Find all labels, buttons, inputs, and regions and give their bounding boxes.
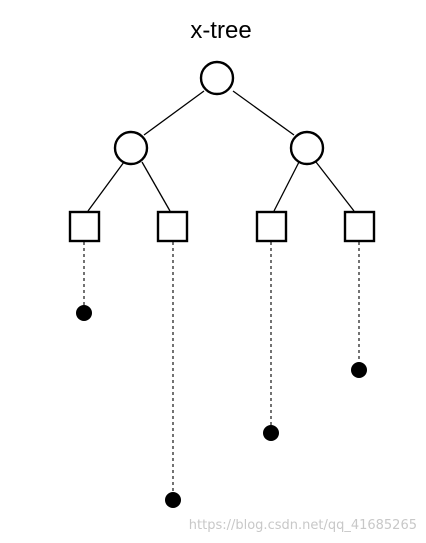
- leaf-dot-4: [351, 362, 367, 378]
- square-node-3: [255, 210, 288, 243]
- diagram-title: x-tree: [190, 17, 251, 44]
- root-node: [199, 60, 235, 96]
- edge-inner-right-square-4: [315, 161, 355, 212]
- leaf-dot-1: [76, 305, 92, 321]
- square-node-4: [343, 210, 376, 243]
- edge-inner-left-square-1: [87, 161, 125, 212]
- edge-root-inner-right: [232, 90, 295, 136]
- watermark-text: https://blog.csdn.net/qq_41685265: [189, 518, 417, 533]
- inner-node-left: [113, 130, 149, 166]
- leaf-dot-3: [263, 425, 279, 441]
- square-node-1: [68, 210, 101, 243]
- inner-node-right: [289, 130, 325, 166]
- square-node-2: [156, 210, 189, 243]
- edge-inner-right-square-3: [273, 161, 300, 212]
- edge-root-inner-left: [143, 90, 205, 136]
- leaf-dot-2: [165, 492, 181, 508]
- edge-inner-left-square-2: [141, 161, 171, 212]
